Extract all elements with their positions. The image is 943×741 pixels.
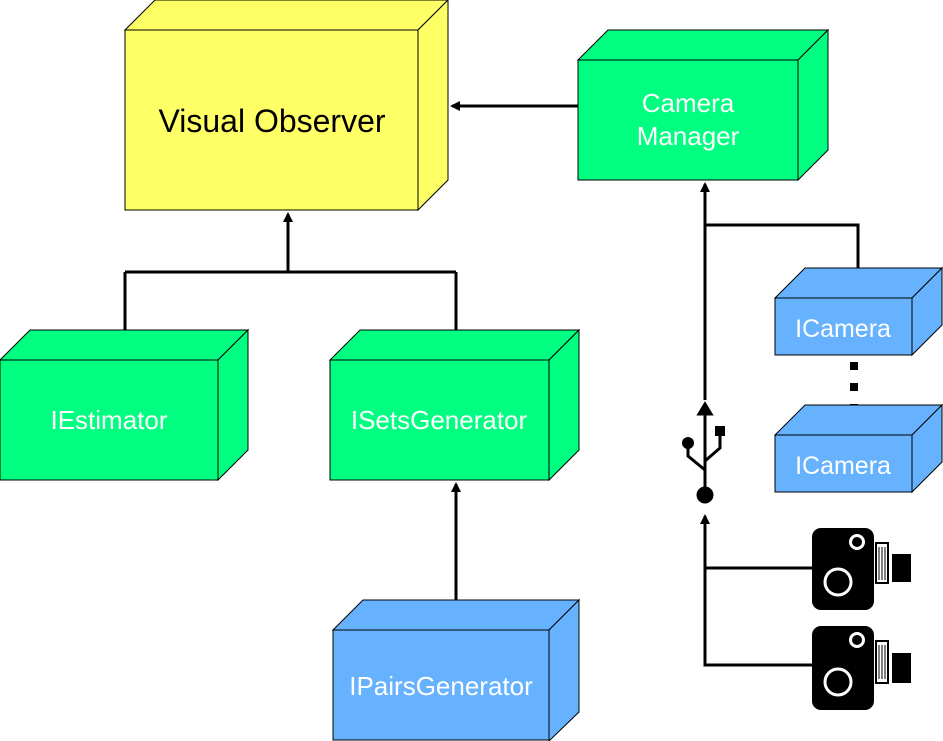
icamera-top-label: ICamera xyxy=(795,315,891,343)
icamera-bottom-front-face xyxy=(774,434,913,493)
camera-back-block xyxy=(892,653,911,683)
camera-manager-label-line2: Manager xyxy=(637,121,740,151)
camera-rear-lines xyxy=(878,547,886,580)
usb-base-dot xyxy=(696,486,714,504)
isetsgenerator-label: ISetsGenerator xyxy=(351,405,528,435)
visual-observer-label: Visual Observer xyxy=(158,103,385,139)
iestimator-front-face xyxy=(0,359,219,481)
usb-right-branch xyxy=(704,434,722,463)
icamera-top-front-face xyxy=(774,297,913,356)
visual-observer-node[interactable]: Visual Observer xyxy=(123,0,449,212)
usb-head-arrow xyxy=(696,401,714,416)
camera-manager-label-line1: Camera xyxy=(642,88,735,118)
camera-icon xyxy=(812,626,911,710)
isetsgenerator-top-face xyxy=(328,329,581,361)
ipairsgenerator-front-face xyxy=(332,629,550,741)
camera-icon xyxy=(812,528,911,610)
icamera-link-line xyxy=(705,223,860,268)
visual-observer-top-face xyxy=(123,0,449,31)
ellipsis-dot xyxy=(850,362,858,370)
camera-small-lens xyxy=(849,534,865,550)
ipairsgenerator-label: IPairsGenerator xyxy=(349,671,533,701)
ellipsis-dot xyxy=(850,383,858,391)
iestimator-node[interactable]: IEstimator xyxy=(0,328,250,482)
camera-rear-lines xyxy=(878,645,886,679)
camera-main-lens xyxy=(823,567,853,597)
isetsgenerator-front-face xyxy=(329,359,550,481)
icamera-top-node[interactable]: ICamera xyxy=(773,266,943,357)
visual-observer-front-face xyxy=(124,29,419,211)
camera-main-lens xyxy=(823,667,853,697)
ipairsgenerator-top-face xyxy=(331,599,581,631)
camera2-link-line xyxy=(703,540,812,667)
connectors xyxy=(123,101,860,667)
camera-small-lens xyxy=(849,632,865,648)
visual-observer-side-face xyxy=(417,0,449,212)
ipairsgenerator-node[interactable]: IPairsGenerator xyxy=(331,598,581,741)
usb-icon xyxy=(682,401,725,504)
iestimator-label: IEstimator xyxy=(50,405,167,435)
camera-manager-top-face xyxy=(576,29,830,61)
camera-back-block xyxy=(892,554,911,582)
camera-rear-piece xyxy=(875,640,889,684)
camera-manager-front-face xyxy=(577,59,799,181)
usb-right-square xyxy=(715,426,725,436)
icamera-bottom-node[interactable]: ICamera xyxy=(773,403,943,494)
usb-left-dot xyxy=(682,437,694,449)
camera-rear-piece xyxy=(875,542,889,584)
isetsgenerator-node[interactable]: ISetsGenerator xyxy=(328,328,581,482)
camera-manager-node[interactable]: Camera Manager xyxy=(576,28,830,182)
iestimator-top-face xyxy=(0,329,250,361)
icamera-bottom-label: ICamera xyxy=(795,452,891,480)
